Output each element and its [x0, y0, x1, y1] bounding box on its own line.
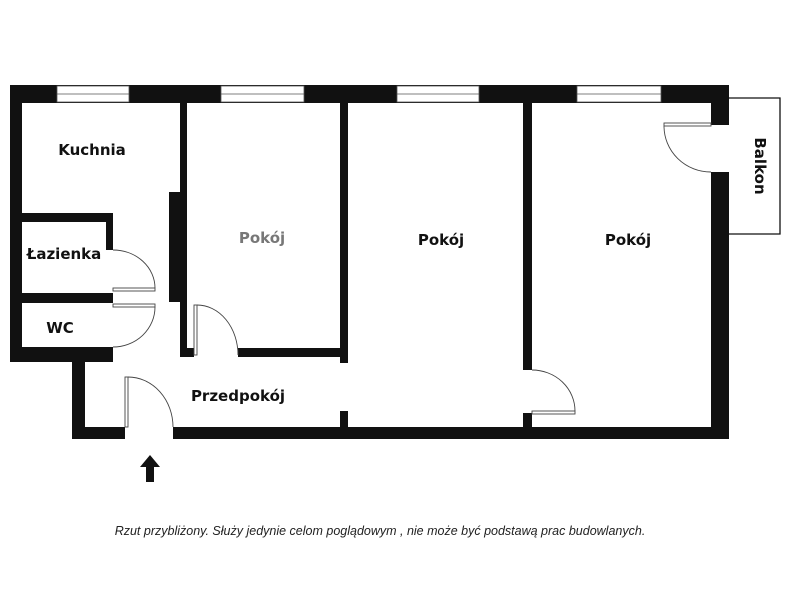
room-label-balcony: Balkon [751, 137, 769, 194]
room-label-kitchen: Kuchnia [58, 141, 126, 159]
walls [10, 85, 729, 439]
room-label-room2: Pokój [418, 231, 464, 249]
room-label-room1: Pokój [239, 229, 285, 247]
room-label-room3: Pokój [605, 231, 651, 249]
entrance-door [124, 376, 174, 428]
wc-door [112, 303, 156, 348]
disclaimer-text: Rzut przybliżony. Służy jedynie celom po… [114, 524, 646, 538]
room-label-bathroom: Łazienka [26, 245, 102, 263]
room-label-wc: WC [46, 319, 74, 337]
windows [56, 85, 662, 103]
room1-door [193, 304, 239, 356]
balcony-door [663, 122, 712, 173]
arrow-up-icon [140, 455, 160, 482]
room-label-hallway: Przedpokój [191, 387, 285, 405]
doors [112, 122, 712, 428]
bathroom-door [112, 249, 156, 292]
room3-door [531, 369, 576, 415]
balcony-outline [729, 97, 781, 235]
